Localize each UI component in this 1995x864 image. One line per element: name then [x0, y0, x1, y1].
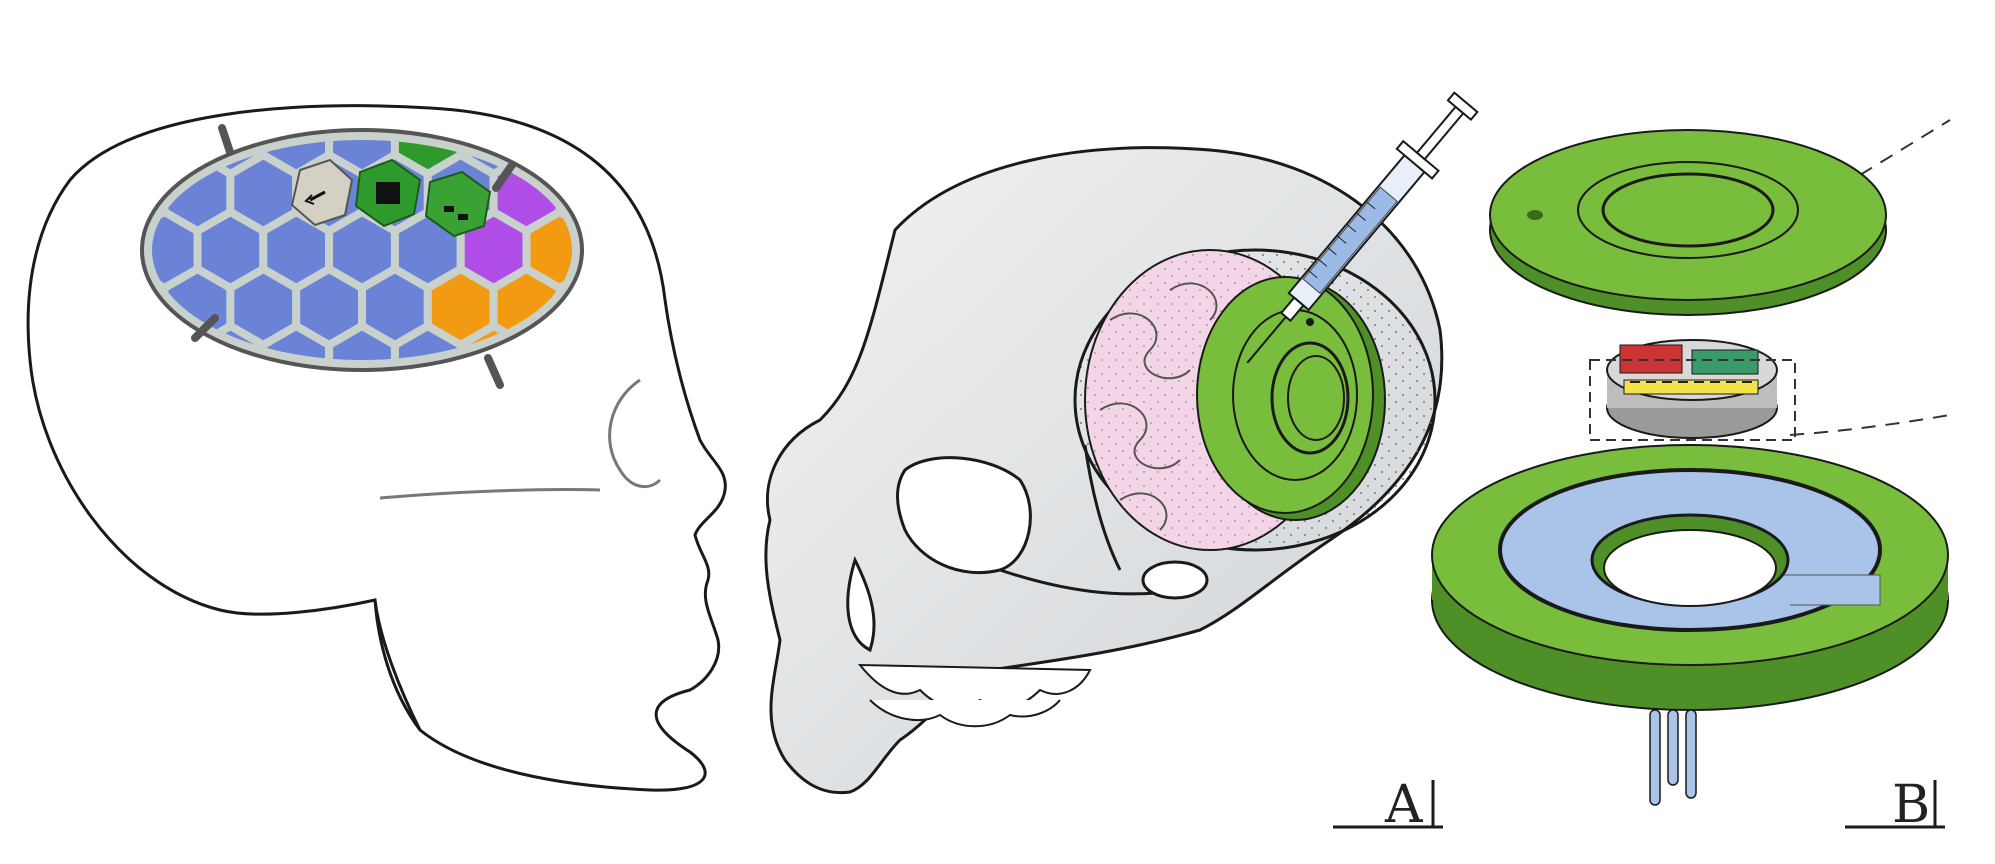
hex-cell	[757, 41, 823, 117]
ear-hole	[1141, 560, 1209, 600]
eye-socket	[896, 456, 1032, 575]
hex-cell	[395, 0, 461, 60]
hex-cell	[527, 0, 593, 60]
jaw-line	[373, 599, 422, 731]
temporal-line	[1083, 444, 1122, 571]
hex-cell	[198, 0, 264, 60]
cannula-tubes	[1649, 709, 1697, 806]
hex-cell	[0, 155, 33, 231]
hex-cell	[658, 212, 724, 288]
hex-cell	[724, 98, 790, 174]
teeth	[857, 663, 1092, 728]
hex-cell	[658, 0, 724, 60]
implant-base	[1431, 444, 1949, 711]
hex-cell	[724, 212, 790, 288]
head-illustration	[0, 0, 823, 792]
hex-cell	[329, 0, 395, 60]
svg-text:A: A	[1384, 775, 1424, 835]
hex-cell	[259, 321, 334, 360]
exploded-implant: B	[1431, 119, 1951, 835]
fixation-screws	[191, 124, 516, 389]
hex-cell	[99, 41, 165, 117]
skull-illustration: A	[764, 91, 1479, 835]
hex-cell	[494, 41, 560, 117]
ear-outline	[608, 378, 662, 489]
panel-label-a: A	[1333, 775, 1443, 835]
hex-cell	[691, 269, 757, 345]
svg-text:B: B	[1892, 775, 1930, 835]
hex-cell	[0, 0, 66, 60]
hex-cell	[757, 155, 823, 231]
callout-line-top	[1859, 119, 1951, 176]
hex-cell	[33, 41, 99, 117]
pcb-chip-2	[424, 170, 492, 238]
hex-cell	[592, 0, 658, 60]
hex-cell	[66, 0, 132, 60]
hex-cell	[132, 0, 198, 60]
hex-cell	[390, 321, 465, 360]
callout-line-bottom	[1789, 414, 1951, 436]
hex-cell	[724, 0, 790, 60]
hex-cell	[230, 41, 296, 117]
hex-cell	[757, 269, 823, 345]
panel-label-b: B	[1845, 775, 1945, 835]
hex-cell	[592, 98, 658, 174]
hex-cell	[0, 383, 33, 459]
hex-cell	[428, 41, 494, 117]
hex-cell	[263, 0, 329, 60]
hex-cell	[325, 321, 399, 360]
hex-cell	[625, 41, 691, 117]
hexagon-array-icon	[0, 0, 823, 459]
channel-groove	[1775, 574, 1881, 606]
hex-cell	[691, 155, 757, 231]
implant-cap	[1489, 129, 1887, 316]
cheek-line	[379, 487, 601, 500]
hex-cell	[691, 41, 757, 117]
electronics-module	[1589, 339, 1796, 441]
hex-cell	[461, 0, 527, 60]
implant-disc-icon	[1196, 276, 1386, 521]
hex-cell	[0, 98, 66, 174]
hex-cell	[724, 326, 790, 402]
pcb-chip-1	[354, 158, 422, 228]
hex-cell	[560, 41, 626, 117]
sensor-module	[290, 158, 354, 227]
nasal-cavity	[846, 555, 876, 653]
hex-cell	[658, 98, 724, 174]
brain-gyri	[1099, 282, 1218, 531]
hex-cell	[0, 41, 33, 117]
hex-cell	[165, 41, 231, 117]
syringe-icon	[1246, 91, 1479, 364]
